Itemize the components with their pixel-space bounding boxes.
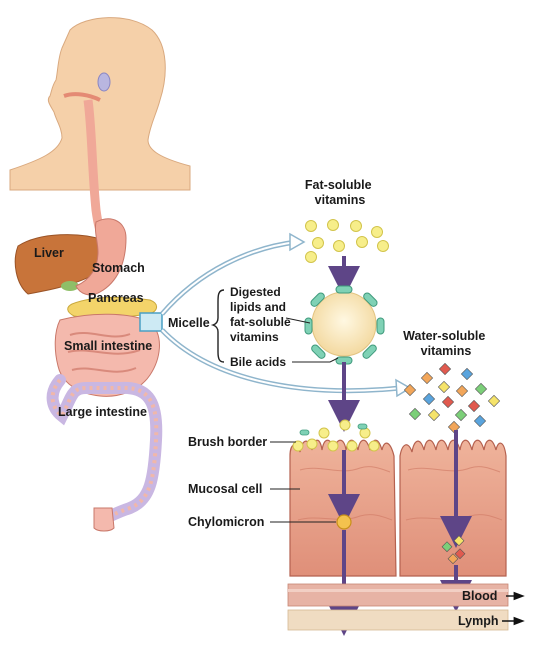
small-intestine-label: Small intestine xyxy=(64,339,152,353)
small-intestine xyxy=(54,313,160,397)
water-vitamins-in-cell xyxy=(441,535,466,565)
micelle xyxy=(304,285,385,365)
stomach-label: Stomach xyxy=(92,261,145,275)
lymph-band xyxy=(287,609,509,631)
chylomicron-label: Chylomicron xyxy=(188,515,264,529)
brush-border-label: Brush border xyxy=(188,435,267,449)
blood-label: Blood xyxy=(462,589,497,603)
zoom-box xyxy=(139,312,163,332)
fat-soluble-vitamins xyxy=(305,219,389,263)
stomach xyxy=(75,218,127,296)
rectum xyxy=(93,507,115,532)
water-soluble-vitamins xyxy=(403,362,501,434)
mucosal-cell-label: Mucosal cell xyxy=(188,482,262,496)
bile-at-border xyxy=(299,423,368,436)
vitamins-at-border xyxy=(292,419,380,452)
mucosal-cells xyxy=(289,439,507,577)
micelle-brace xyxy=(210,289,225,363)
micelle-label: Micelle xyxy=(168,316,210,330)
chylomicron xyxy=(336,514,352,530)
fat-soluble-label: Fat-soluble vitamins xyxy=(305,178,375,207)
lymph-label: Lymph xyxy=(458,614,499,628)
large-intestine-label: Large intestine xyxy=(58,405,147,419)
human-head xyxy=(9,17,191,191)
water-soluble-label: Water-soluble vitamins xyxy=(403,329,489,358)
micelle-parts-label: Digested lipids and fat-soluble vitamins xyxy=(230,285,294,344)
gallbladder xyxy=(61,281,79,291)
liver-label: Liver xyxy=(34,246,64,260)
pancreas-label: Pancreas xyxy=(88,291,144,305)
bile-acids-label: Bile acids xyxy=(230,355,286,369)
